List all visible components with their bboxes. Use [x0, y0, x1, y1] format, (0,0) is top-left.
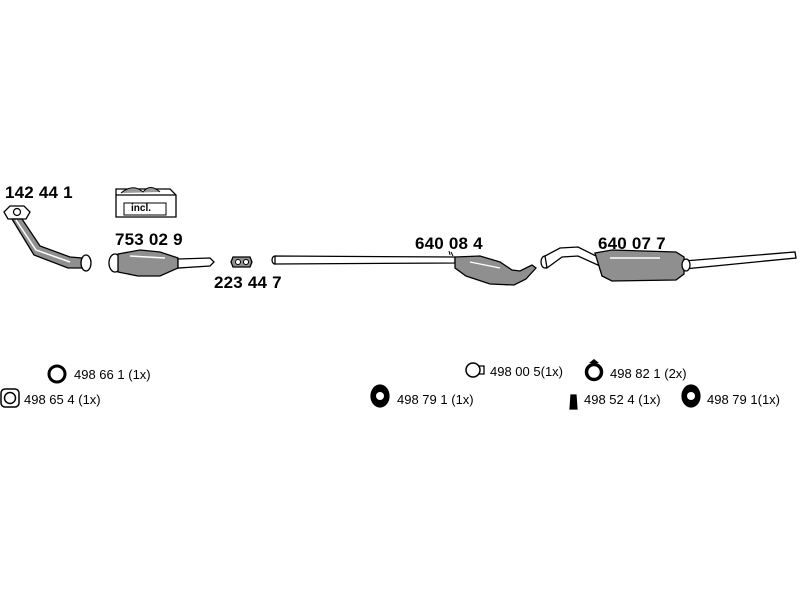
accessory-label: 498 66 1 (1x): [74, 367, 151, 382]
connector-clamp: [230, 256, 253, 268]
flange-gasket-icon: [0, 388, 20, 408]
accessory-label: 498 82 1 (2x): [610, 366, 687, 381]
mounting-kit-box: [115, 187, 177, 218]
accessory-label: 498 79 1(1x): [707, 392, 780, 407]
accessory-label: 498 52 4 (1x): [584, 392, 661, 407]
front-pipe: [3, 205, 92, 272]
rubber-mount-icon: [681, 384, 701, 408]
accessory-label: 498 65 4 (1x): [24, 392, 101, 407]
middle-silencer-number: 640 08 4: [415, 234, 483, 253]
pipe-clamp-icon: [465, 362, 485, 378]
rear-silencer-number: 640 07 7: [598, 234, 666, 253]
connector-number: 223 44 7: [214, 273, 282, 292]
kit-label: incl.: [131, 203, 152, 214]
rubber-mount-icon: [370, 384, 390, 408]
hanger-ring-icon: [584, 359, 604, 382]
accessory-label: 498 79 1 (1x): [397, 392, 474, 407]
catalytic-converter-number: 753 02 9: [115, 230, 183, 249]
rear-silencer: [540, 246, 797, 282]
front-pipe-number: 142 44 1: [5, 183, 73, 202]
accessory-label: 498 00 5(1x): [490, 364, 563, 379]
bolt-icon: [569, 394, 578, 410]
middle-silencer: [271, 250, 537, 286]
catalytic-converter: [108, 249, 215, 277]
ring-gasket-icon: [47, 364, 67, 384]
